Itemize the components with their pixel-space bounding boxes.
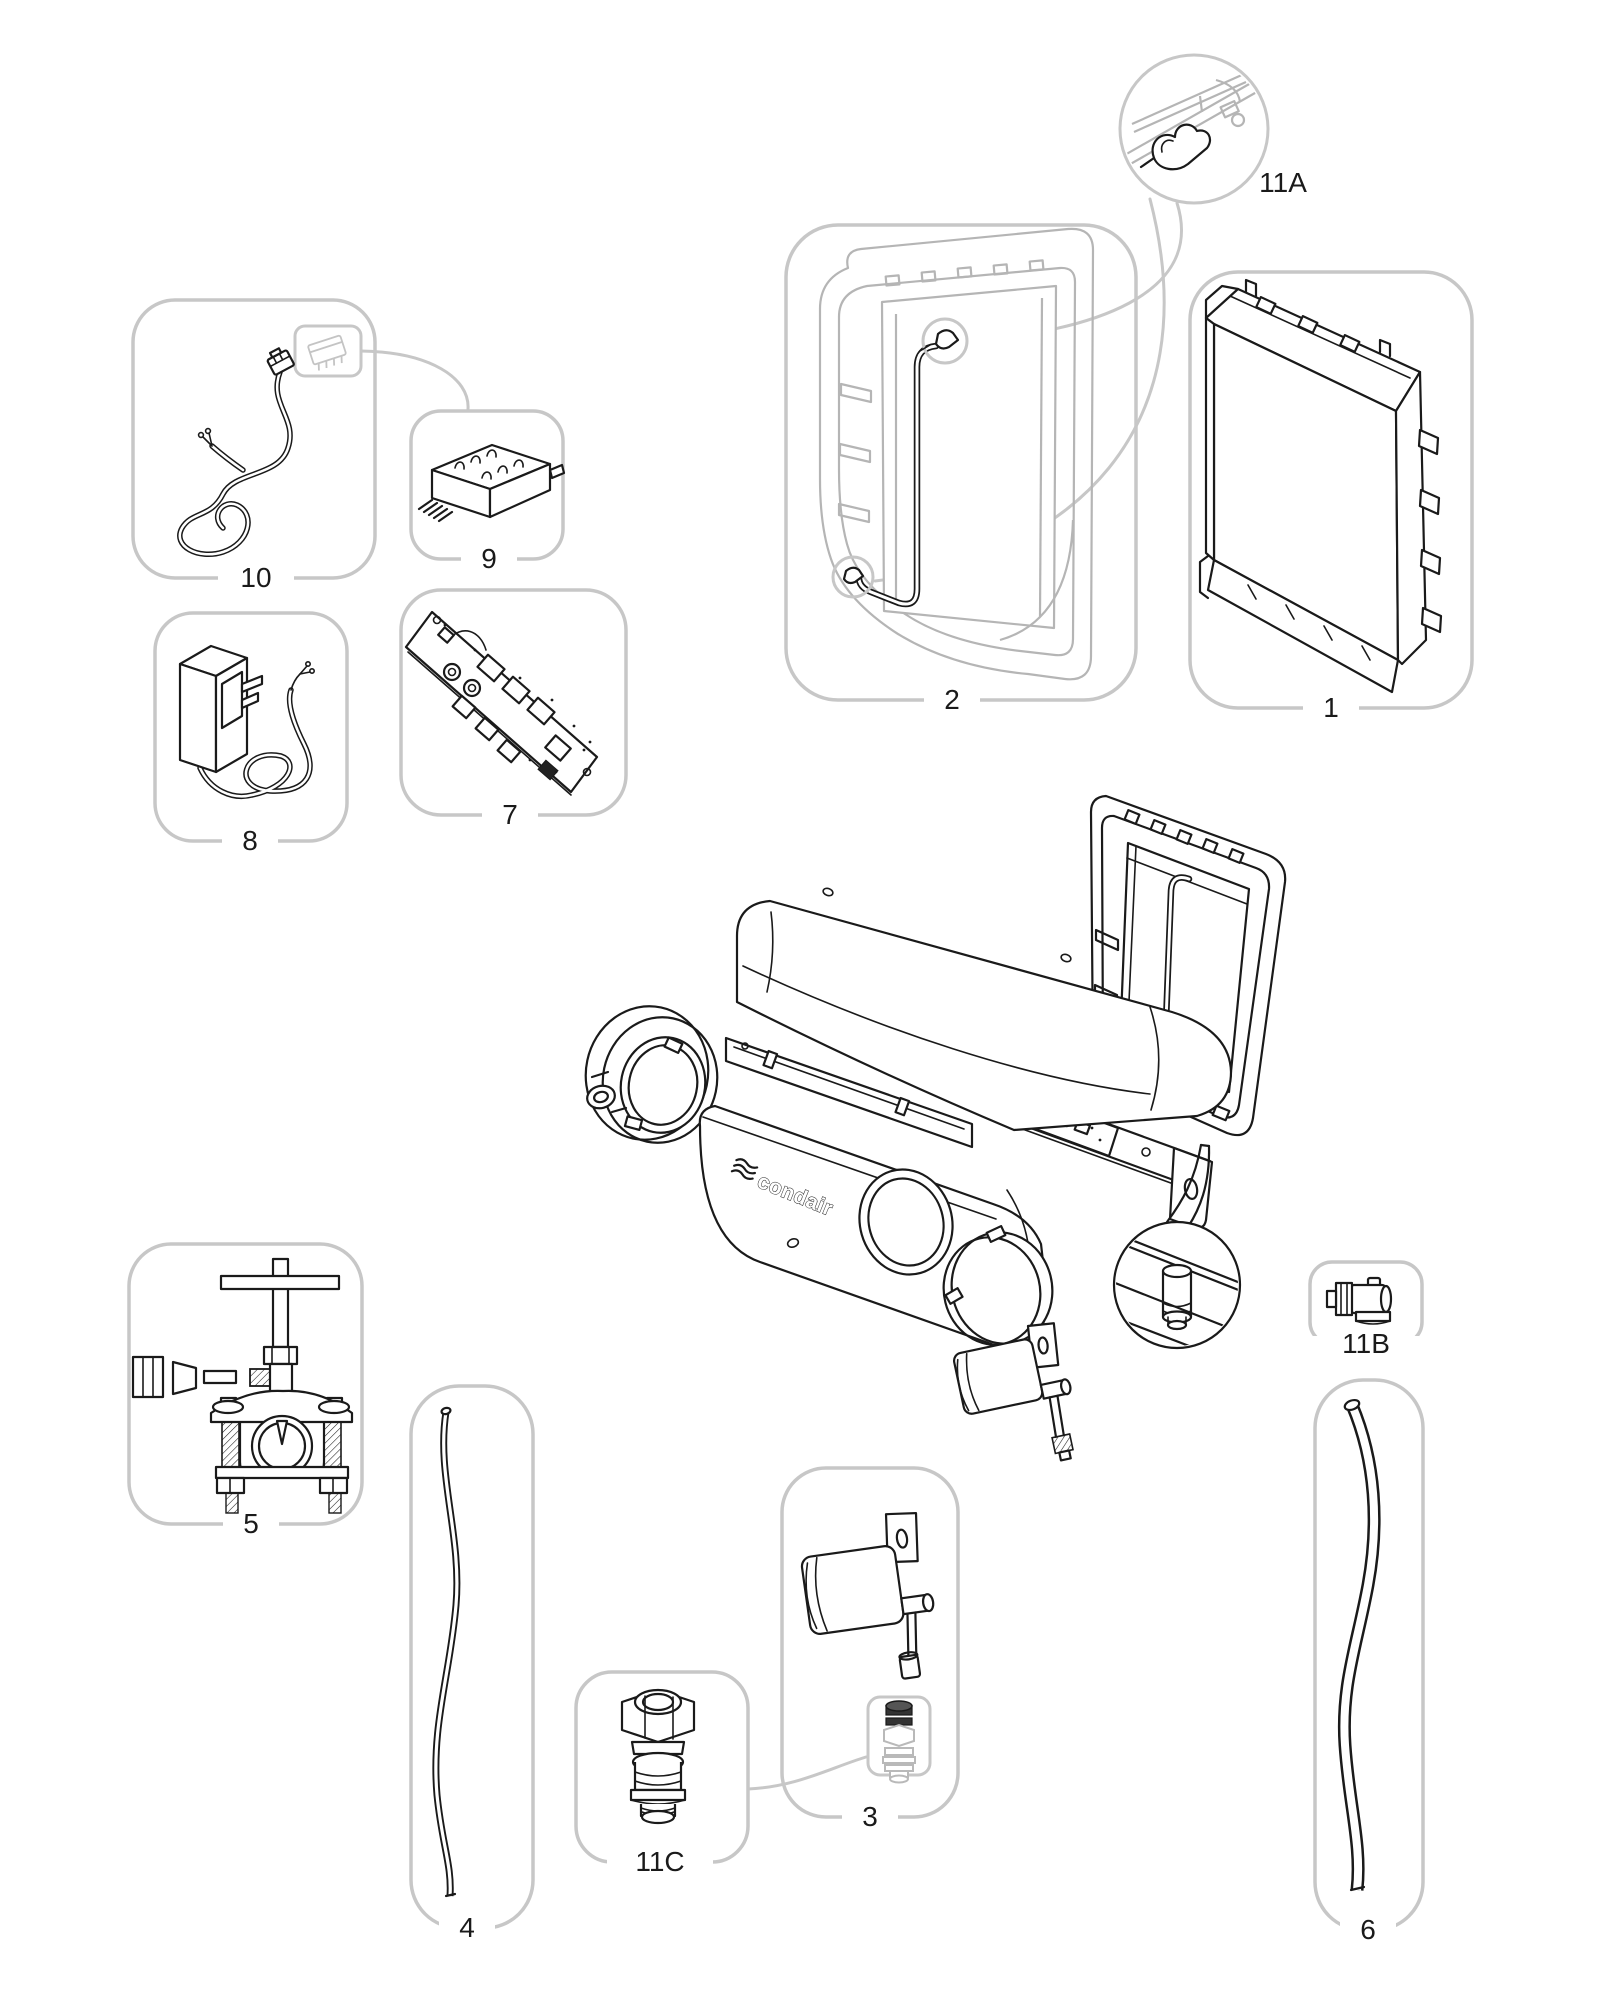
saddle-valve-art [131, 1257, 354, 1514]
part-4-group: 4 [409, 1384, 535, 1943]
feed-tube-art [436, 1406, 457, 1896]
leader-11c-to-part3 [746, 1755, 868, 1791]
part-6-group: 6 [1313, 1378, 1425, 1945]
part-8-label: 8 [242, 825, 258, 856]
power-adapter-art [178, 644, 315, 796]
part-10-inner-highlight-box [293, 324, 363, 378]
leader-part10-to-part9 [359, 349, 470, 411]
part-7-label: 7 [502, 799, 518, 830]
fitting-seal-art [882, 1700, 916, 1784]
drain-spout-detail-art [1116, 1231, 1238, 1346]
exploded-assembly-group: condair [584, 794, 1287, 1462]
part-11c-label: 11C [635, 1846, 684, 1877]
part-3-container [780, 1466, 960, 1819]
top-clip-highlight-circle [921, 317, 969, 365]
part-1-group: 1 [1188, 270, 1474, 723]
part-9-label: 9 [481, 543, 497, 574]
top-cover-art [735, 887, 1233, 1132]
part-2-group: 2 [784, 223, 1138, 715]
part-11c-group: 11C [574, 1670, 750, 1877]
part-2-label: 2 [944, 684, 960, 715]
callout-11a-circle [1118, 53, 1270, 205]
bottom-clip-icon [842, 566, 865, 585]
humidity-sensor-art [417, 443, 566, 523]
evaporator-cartridge-art [1198, 278, 1443, 694]
part-5-label: 5 [243, 1508, 259, 1539]
clip-detail-art [1123, 72, 1263, 171]
part-8-group: 8 [153, 611, 349, 856]
part-1-label: 1 [1323, 692, 1339, 723]
fan-ring-art [584, 1005, 719, 1144]
part-11b-label: 11B [1342, 1328, 1390, 1359]
retainer-clip-icon [1151, 123, 1212, 171]
part-10-label: 10 [240, 562, 271, 593]
control-board-art [404, 610, 599, 796]
top-clip-icon [934, 329, 960, 350]
compression-fitting-art [620, 1688, 696, 1825]
bottom-clip-highlight-circle [831, 555, 875, 599]
part-5-group: 5 [127, 1242, 364, 1539]
part-4-container [409, 1384, 535, 1930]
drain-hose-art [1343, 1398, 1374, 1890]
mounting-channel-art [724, 1036, 974, 1149]
sensor-ghost-icon [307, 334, 347, 371]
drain-valve-art [952, 1322, 1074, 1462]
part-10-group: 10 [131, 298, 377, 593]
part-11b-group: 11B [1308, 1260, 1424, 1359]
cable-connector-icon [266, 347, 295, 376]
sensor-cable-art [180, 347, 295, 554]
callout-11a-label: 11A [1259, 167, 1307, 198]
elbow-fitting-art [1325, 1276, 1393, 1325]
part-9-group: 9 [409, 409, 566, 574]
part-6-label: 6 [1360, 1914, 1376, 1945]
part-7-group: 7 [399, 588, 628, 830]
part-4-label: 4 [459, 1912, 475, 1943]
part-3-group: 3 [780, 1466, 960, 1832]
part-3-label: 3 [862, 1801, 878, 1832]
drain-detail-callout [1112, 1143, 1242, 1350]
callout-11a-group: 11A [1118, 53, 1307, 205]
condair-wave-icon [730, 1158, 759, 1180]
inlet-valve-art [800, 1512, 935, 1680]
rear-housing-ghost-art [818, 227, 1095, 681]
